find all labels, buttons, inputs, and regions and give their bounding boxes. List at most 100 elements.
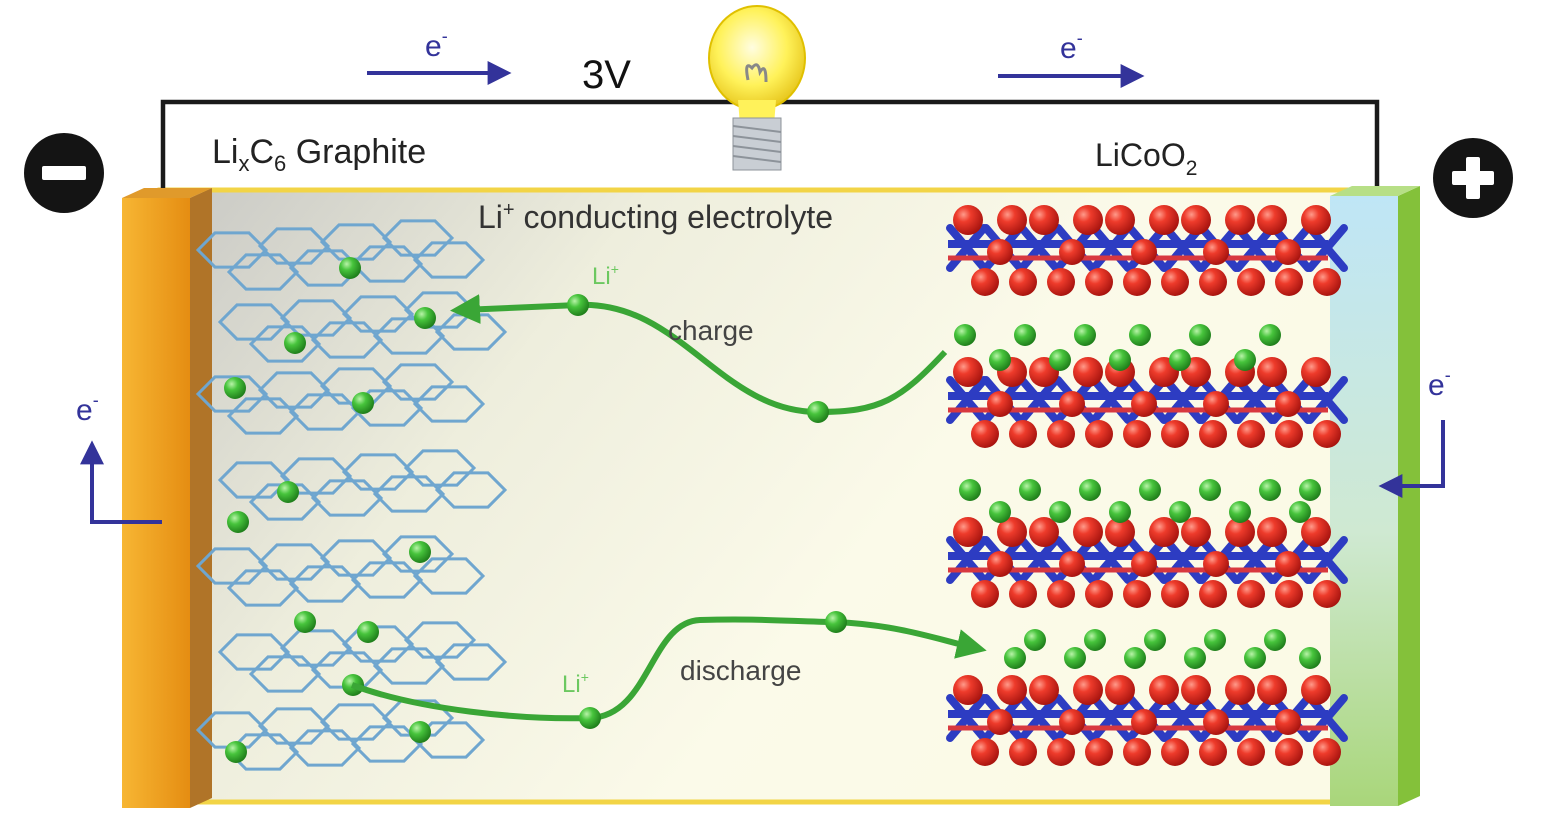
li-ion bbox=[1259, 324, 1281, 346]
oxygen-atom bbox=[1275, 268, 1303, 296]
oxygen-atom bbox=[1203, 239, 1229, 265]
graphite-hexagon bbox=[412, 557, 486, 595]
oxygen-atom bbox=[1105, 675, 1135, 705]
li-ion bbox=[224, 377, 246, 399]
anode-current-collector bbox=[122, 188, 212, 808]
oxygen-atom bbox=[1257, 357, 1287, 387]
electron-label: e bbox=[1428, 369, 1445, 402]
oxygen-atom bbox=[1275, 420, 1303, 448]
li-ion bbox=[807, 401, 829, 423]
discharge-label: discharge bbox=[680, 655, 801, 686]
discharge-pathway: discharge Li+ bbox=[350, 611, 987, 729]
graphite-hexagon bbox=[372, 475, 446, 513]
oxygen-atom bbox=[1257, 675, 1287, 705]
oxygen-atom bbox=[997, 205, 1027, 235]
oxygen-atom bbox=[1257, 517, 1287, 547]
graphite-hexagon bbox=[350, 389, 424, 427]
li-ion bbox=[414, 307, 436, 329]
oxygen-atom bbox=[953, 357, 983, 387]
graphite-hexagon bbox=[434, 643, 508, 681]
oxygen-atom bbox=[1123, 580, 1151, 608]
li-ion bbox=[409, 721, 431, 743]
graphite-hexagon bbox=[381, 219, 455, 257]
li-ion bbox=[294, 611, 316, 633]
oxygen-atom bbox=[1047, 580, 1075, 608]
li-ion bbox=[1109, 501, 1131, 523]
graphite-hexagon bbox=[372, 647, 446, 685]
graphite-hexagon bbox=[248, 483, 322, 521]
graphite-hexagon bbox=[310, 321, 384, 359]
electron-flow-top-left: e- bbox=[367, 26, 512, 85]
oxygen-atom bbox=[953, 517, 983, 547]
oxygen-atom bbox=[1149, 675, 1179, 705]
graphite-hexagon bbox=[257, 543, 331, 581]
oxygen-atom bbox=[1199, 738, 1227, 766]
cathode-current-collector bbox=[1330, 186, 1420, 806]
oxygen-atom bbox=[1131, 551, 1157, 577]
electron-charge: - bbox=[1077, 28, 1083, 48]
graphite-hexagon bbox=[195, 231, 269, 269]
li-ion bbox=[989, 501, 1011, 523]
graphite-hexagon bbox=[350, 561, 424, 599]
li-ion bbox=[1264, 629, 1286, 651]
oxygen-atom bbox=[1313, 268, 1341, 296]
oxygen-atom bbox=[1161, 738, 1189, 766]
oxygen-atom bbox=[1203, 391, 1229, 417]
oxygen-atom bbox=[1085, 738, 1113, 766]
li-ion bbox=[1079, 479, 1101, 501]
oxygen-atom bbox=[1029, 205, 1059, 235]
graphite-hexagon bbox=[350, 725, 424, 763]
oxygen-atom bbox=[1059, 391, 1085, 417]
oxygen-atom bbox=[1161, 420, 1189, 448]
discharge-arrow-icon bbox=[350, 616, 987, 722]
svg-text:e-: e- bbox=[1060, 28, 1083, 65]
oxygen-atom bbox=[1301, 205, 1331, 235]
li-ion bbox=[1189, 324, 1211, 346]
oxygen-atom bbox=[1225, 517, 1255, 547]
graphite-hexagon bbox=[412, 385, 486, 423]
oxygen-atom bbox=[1123, 268, 1151, 296]
charge-ion-label: Li+ bbox=[592, 261, 619, 290]
oxygen-atom bbox=[1085, 580, 1113, 608]
li-ion bbox=[227, 511, 249, 533]
electron-label: e bbox=[1060, 32, 1077, 65]
voltage-label: 3V bbox=[582, 53, 631, 97]
oxygen-atom bbox=[1073, 357, 1103, 387]
li-ion bbox=[409, 541, 431, 563]
oxygen-atom bbox=[1131, 709, 1157, 735]
graphite-hexagon bbox=[319, 539, 393, 577]
li-ion bbox=[1139, 479, 1161, 501]
li-ion bbox=[1049, 501, 1071, 523]
electron-flow-top-right: e- bbox=[998, 28, 1145, 88]
li-ion bbox=[225, 741, 247, 763]
electron-charge: - bbox=[1445, 365, 1451, 385]
electron-label: e bbox=[76, 394, 93, 427]
electron-charge: - bbox=[93, 390, 99, 410]
graphite-hexagon bbox=[279, 299, 353, 337]
li-ion bbox=[1074, 324, 1096, 346]
li-ion bbox=[1049, 349, 1071, 371]
oxygen-atom bbox=[1131, 239, 1157, 265]
oxygen-atom bbox=[987, 709, 1013, 735]
li-ion bbox=[1024, 629, 1046, 651]
li-ion bbox=[1289, 501, 1311, 523]
li-ion bbox=[357, 621, 379, 643]
oxygen-atom bbox=[1199, 268, 1227, 296]
oxygen-atom bbox=[1199, 580, 1227, 608]
li-ion bbox=[1019, 479, 1041, 501]
graphite-hexagon bbox=[434, 313, 508, 351]
li-ion bbox=[989, 349, 1011, 371]
oxygen-atom bbox=[1199, 420, 1227, 448]
svg-text:e-: e- bbox=[425, 26, 448, 63]
electron-label: e bbox=[425, 30, 442, 63]
oxygen-atom bbox=[1059, 239, 1085, 265]
li-ion bbox=[825, 611, 847, 633]
oxygen-atom bbox=[1225, 205, 1255, 235]
li-ion bbox=[352, 392, 374, 414]
li-ion bbox=[1229, 501, 1251, 523]
electrolyte-label: Li+ conducting electrolyte bbox=[478, 199, 833, 235]
anode-label: LixC6 Graphite bbox=[212, 133, 426, 176]
li-ion bbox=[567, 294, 589, 316]
graphite-hexagon bbox=[226, 397, 300, 435]
